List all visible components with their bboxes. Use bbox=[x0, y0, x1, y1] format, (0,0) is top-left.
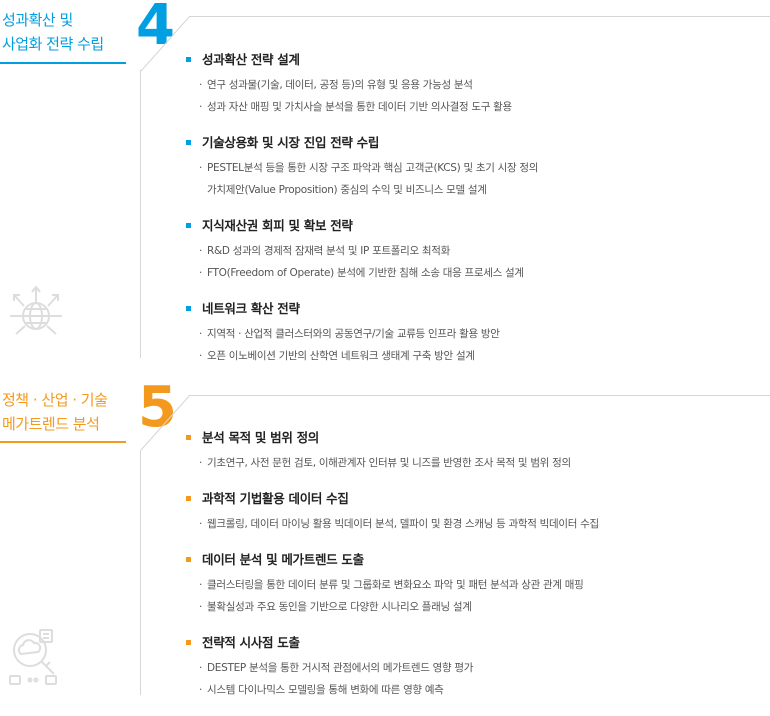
bullet-text: 오픈 이노베이션 기반의 산학연 네트워크 생태계 구축 방안 설계 bbox=[207, 350, 475, 362]
item-heading: 지식재산권 회피 및 확보 전략 bbox=[202, 218, 353, 233]
bullet-text: 클러스터링을 통한 데이터 분류 및 그룹화로 변화요소 파악 및 패턴 분석과… bbox=[207, 579, 584, 591]
square-bullet-icon bbox=[186, 57, 191, 62]
square-bullet-icon bbox=[186, 640, 191, 645]
section-4-items: 성과확산 전략 설계 ·연구 성과물(기술, 데이터, 공정 등)의 유형 및 … bbox=[186, 50, 766, 382]
bullet-continuation: 가치제안(Value Proposition) 중심의 수익 및 비즈니스 모델… bbox=[207, 184, 487, 196]
section-5-number: 5 bbox=[138, 375, 177, 440]
divider-diagonal bbox=[140, 15, 191, 72]
section-4: 성과확산 및 사업화 전략 수립 4 성과확산 전략 설계 bbox=[0, 0, 770, 362]
bullet-text: FTO(Freedom of Operate) 분석에 기반한 침해 소송 대응… bbox=[207, 267, 524, 279]
square-bullet-icon bbox=[186, 223, 191, 228]
bullet-text: DESTEP 분석을 통한 거시적 관점에서의 메가트렌드 영향 평가 bbox=[207, 662, 474, 674]
bullet-text: PESTEL분석 등을 통한 시장 구조 파악과 핵심 고객군(KCS) 및 초… bbox=[207, 162, 539, 174]
item-heading: 분석 목적 및 범위 정의 bbox=[202, 430, 320, 445]
section-5-items: 분석 목적 및 범위 정의 ·기초연구, 사전 문헌 검토, 이해관계자 인터뷰… bbox=[186, 428, 766, 716]
list-item: 네트워크 확산 전략 ·지역적 · 산업적 클러스터와의 공동연구/기술 교류등… bbox=[186, 299, 766, 367]
section-4-number: 4 bbox=[136, 0, 175, 58]
item-heading: 전략적 시사점 도출 bbox=[202, 635, 300, 650]
divider bbox=[189, 16, 770, 17]
divider-vertical bbox=[140, 450, 141, 695]
section-5-title: 정책 · 산업 · 기술 메가트렌드 분석 bbox=[2, 391, 108, 433]
item-heading: 네트워크 확산 전략 bbox=[202, 301, 300, 316]
bullet-text: 기초연구, 사전 문헌 검토, 이해관계자 인터뷰 및 니즈를 반영한 조사 목… bbox=[207, 457, 571, 469]
square-bullet-icon bbox=[186, 557, 191, 562]
divider-diagonal bbox=[140, 394, 191, 451]
section-4-title: 성과확산 및 사업화 전략 수립 bbox=[2, 11, 104, 53]
square-bullet-icon bbox=[186, 140, 191, 145]
section-4-title-underline bbox=[0, 62, 126, 64]
square-bullet-icon bbox=[186, 306, 191, 311]
bullet-text: 지역적 · 산업적 클러스터와의 공동연구/기술 교류등 인프라 활용 방안 bbox=[207, 328, 500, 340]
divider-vertical bbox=[140, 70, 141, 358]
bullet-text: 연구 성과물(기술, 데이터, 공정 등)의 유형 및 응용 가능성 분석 bbox=[207, 79, 473, 91]
item-heading: 과학적 기법활용 데이터 수집 bbox=[202, 491, 349, 506]
list-item: 과학적 기법활용 데이터 수집 ·웹크롤링, 데이터 마이닝 활용 빅데이터 분… bbox=[186, 489, 766, 535]
list-item: 성과확산 전략 설계 ·연구 성과물(기술, 데이터, 공정 등)의 유형 및 … bbox=[186, 50, 766, 118]
divider bbox=[189, 395, 770, 396]
list-item: 기술상용화 및 시장 진입 전략 수립 ·PESTEL분석 등을 통한 시장 구… bbox=[186, 133, 766, 201]
bullet-text: 웹크롤링, 데이터 마이닝 활용 빅데이터 분석, 델파이 및 환경 스캐닝 등… bbox=[207, 518, 599, 530]
list-item: 데이터 분석 및 메가트렌드 도출 ·클러스터링을 통한 데이터 분류 및 그룹… bbox=[186, 550, 766, 618]
magnifier-cloud-icon bbox=[2, 620, 62, 694]
section-5: 정책 · 산업 · 기술 메가트렌드 분석 5 분석 목적 및 범위 정의 ·기… bbox=[0, 368, 770, 696]
bullet-text: 성과 자산 매핑 및 가치사슬 분석을 통한 데이터 기반 의사결정 도구 활용 bbox=[207, 101, 512, 113]
item-heading: 성과확산 전략 설계 bbox=[202, 52, 300, 67]
bullet-text: 불확실성과 주요 동인을 기반으로 다양한 시나리오 플래닝 설계 bbox=[207, 601, 472, 613]
bullet-text: R&D 성과의 경제적 잠재력 분석 및 IP 포트폴리오 최적화 bbox=[207, 245, 450, 257]
list-item: 지식재산권 회피 및 확보 전략 ·R&D 성과의 경제적 잠재력 분석 및 I… bbox=[186, 216, 766, 284]
section-5-title-underline bbox=[0, 441, 126, 443]
square-bullet-icon bbox=[186, 435, 191, 440]
list-item: 분석 목적 및 범위 정의 ·기초연구, 사전 문헌 검토, 이해관계자 인터뷰… bbox=[186, 428, 766, 474]
item-heading: 기술상용화 및 시장 진입 전략 수립 bbox=[202, 135, 380, 150]
bullet-text: 시스템 다이나믹스 모델링을 통해 변화에 따른 영향 예측 bbox=[207, 684, 444, 696]
list-item: 전략적 시사점 도출 ·DESTEP 분석을 통한 거시적 관점에서의 메가트렌… bbox=[186, 633, 766, 701]
globe-network-icon bbox=[6, 282, 66, 346]
square-bullet-icon bbox=[186, 496, 191, 501]
item-heading: 데이터 분석 및 메가트렌드 도출 bbox=[202, 552, 364, 567]
